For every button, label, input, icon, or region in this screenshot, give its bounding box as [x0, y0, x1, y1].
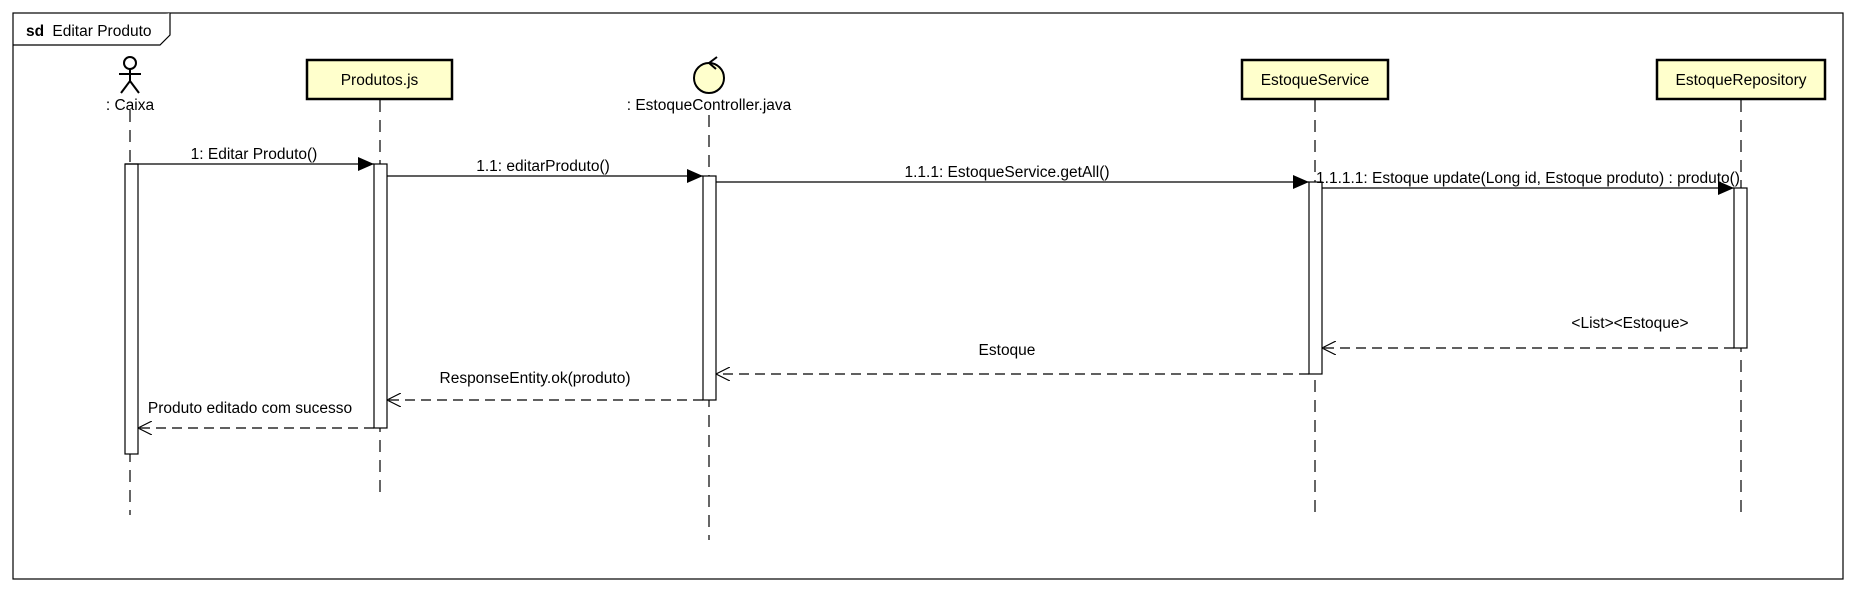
- participant-caixa[interactable]: : Caixa: [106, 56, 155, 114]
- control-icon: [693, 56, 725, 94]
- participant-label: : EstoqueController.java: [627, 97, 792, 114]
- message-1-1-1[interactable]: 1.1.1: EstoqueService.getAll(): [716, 164, 1309, 189]
- return-label: Estoque: [979, 342, 1036, 359]
- activation-repository: [1733, 187, 1748, 349]
- participant-box: [1240, 58, 1390, 101]
- message-1-1[interactable]: 1.1: editarProduto(): [387, 158, 703, 183]
- participant-label: : Caixa: [106, 97, 155, 114]
- participant-label: Produtos.js: [341, 72, 419, 89]
- return-response-entity[interactable]: ResponseEntity.ok(produto): [387, 370, 703, 400]
- frame-title: Editar Produto: [52, 23, 151, 40]
- return-estoque[interactable]: Estoque: [716, 342, 1309, 374]
- participant-service[interactable]: EstoqueService: [1240, 58, 1390, 101]
- frame-label-tab: [13, 13, 171, 46]
- activation-controller: [702, 175, 717, 401]
- frame-keyword: sd: [26, 23, 44, 40]
- participant-controller[interactable]: : EstoqueController.java: [627, 56, 792, 114]
- frame-label: sd Editar Produto: [26, 23, 152, 40]
- message-1[interactable]: 1: Editar Produto(): [125, 146, 374, 171]
- participant-label: EstoqueService: [1261, 72, 1370, 89]
- participant-repository[interactable]: EstoqueRepository: [1655, 58, 1827, 101]
- activation-service: [1308, 181, 1323, 375]
- participant-label: EstoqueRepository: [1676, 72, 1807, 89]
- participant-box: [1655, 58, 1827, 101]
- message-1-1-1-1[interactable]: 1.1.1.1: Estoque update(Long id, Estoque…: [1316, 170, 1740, 195]
- message-label: 1: Editar Produto(): [191, 146, 318, 163]
- participant-box: [305, 58, 454, 101]
- message-label: 1.1.1: EstoqueService.getAll(): [904, 164, 1109, 181]
- return-label: <List><Estoque>: [1571, 315, 1688, 332]
- message-label: 1.1.1.1: Estoque update(Long id, Estoque…: [1316, 170, 1740, 187]
- participant-produtos[interactable]: Produtos.js: [305, 58, 454, 101]
- diagram-frame: [12, 12, 1844, 580]
- activation-produtos: [373, 163, 388, 429]
- return-label: ResponseEntity.ok(produto): [440, 370, 631, 387]
- activation-caixa: [124, 163, 139, 455]
- return-list-estoque[interactable]: <List><Estoque>: [1322, 315, 1734, 348]
- return-produto-editado[interactable]: Produto editado com sucesso: [138, 400, 374, 428]
- return-label: Produto editado com sucesso: [148, 400, 352, 417]
- actor-icon: [119, 56, 141, 94]
- message-label: 1.1: editarProduto(): [476, 158, 610, 175]
